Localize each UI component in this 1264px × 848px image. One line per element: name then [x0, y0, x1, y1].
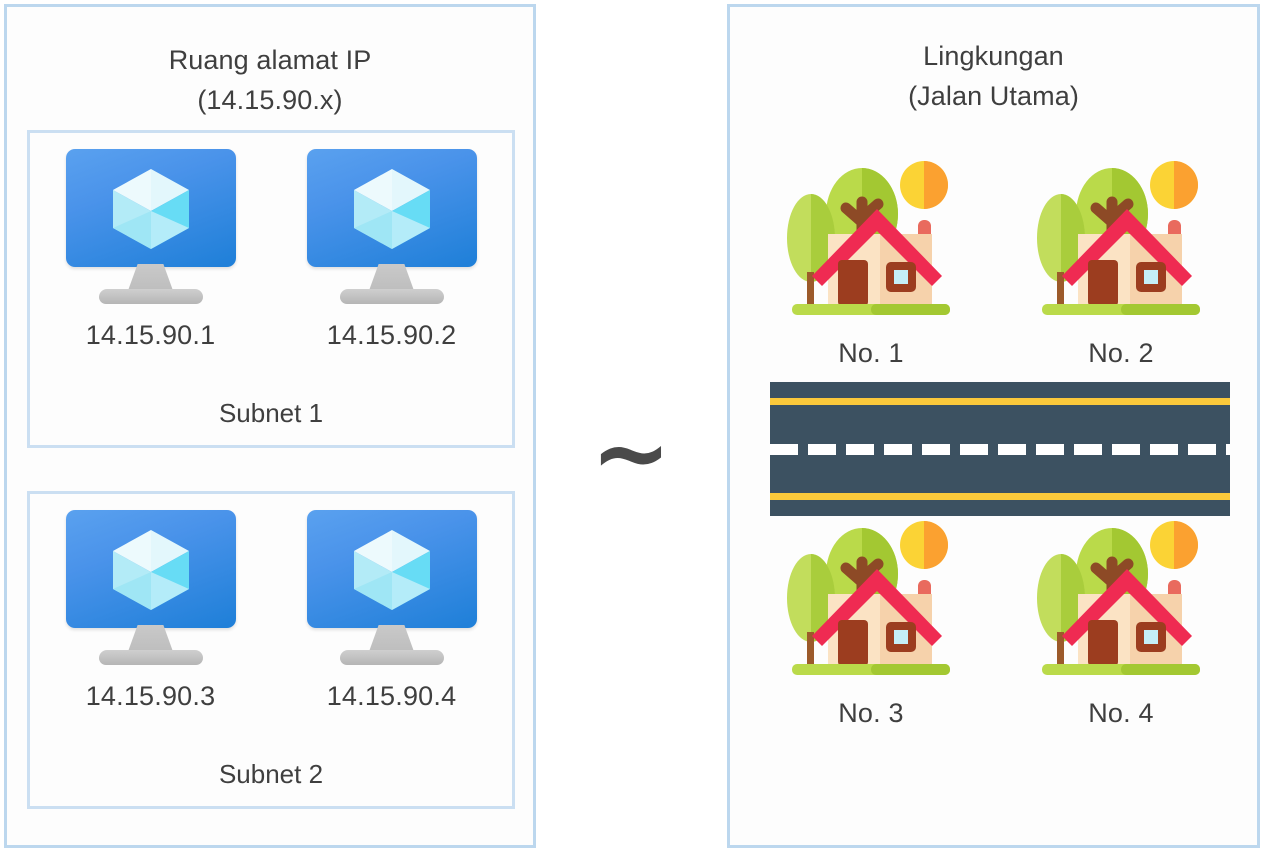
- house-no-2[interactable]: No. 2: [1011, 152, 1231, 369]
- monitor-neck: [127, 625, 174, 653]
- ip-label: 14.15.90.2: [326, 320, 457, 350]
- ip-address-space-panel: Ruang alamat IP (14.15.90.x): [4, 4, 536, 848]
- house-label: No. 2: [1088, 338, 1154, 368]
- subnet-label: Subnet 2: [218, 759, 324, 789]
- house-label: No. 1: [838, 338, 904, 368]
- left-panel-title-line1: Ruang alamat IP: [168, 45, 372, 75]
- machine-14-15-90-4[interactable]: 14.15.90.4: [292, 510, 492, 712]
- house-label: No. 4: [1088, 698, 1154, 728]
- monitor-screen: [65, 149, 236, 267]
- cube-icon: [112, 169, 189, 249]
- machine-row-subnet-1: 14.15.90.1: [30, 149, 512, 351]
- monitor-screen: [306, 149, 477, 267]
- monitor-base: [98, 650, 203, 665]
- left-panel-title: Ruang alamat IP (14.15.90.x): [7, 41, 533, 120]
- monitor-neck: [368, 625, 415, 653]
- ip-label: 14.15.90.3: [85, 681, 216, 711]
- subnet-label: Subnet 1: [218, 398, 324, 428]
- monitor-screen: [65, 510, 236, 628]
- vm-monitor-icon: [65, 149, 236, 304]
- vm-monitor-icon: [306, 510, 477, 665]
- main-street-road: [770, 382, 1230, 516]
- machine-14-15-90-2[interactable]: 14.15.90.2: [292, 149, 492, 351]
- house-icon: [1037, 161, 1200, 315]
- left-panel-title-line2: (14.15.90.x): [197, 84, 343, 115]
- house-icon: [787, 521, 950, 675]
- right-panel-title-line2: (Jalan Utama): [908, 80, 1079, 111]
- ip-label: 14.15.90.4: [326, 681, 457, 711]
- subnet-box-1[interactable]: 14.15.90.1: [27, 130, 515, 448]
- ip-label: 14.15.90.1: [85, 320, 216, 350]
- monitor-base: [98, 289, 203, 304]
- cube-icon: [353, 530, 430, 610]
- house-row-bottom: No. 3 No. 4: [746, 512, 1246, 729]
- neighborhood-panel: Lingkungan (Jalan Utama): [727, 4, 1260, 848]
- road-edge-line-top: [770, 398, 1230, 405]
- monitor-base: [339, 650, 444, 665]
- machine-row-subnet-2: 14.15.90.3: [30, 510, 512, 712]
- road-edge-line-bottom: [770, 493, 1230, 500]
- house-row-top: No. 1 No. 2: [746, 152, 1246, 369]
- analogy-tilde-symbol: ~: [590, 397, 672, 509]
- subnet-box-2[interactable]: 14.15.90.3: [27, 491, 515, 809]
- right-panel-title-line1: Lingkungan: [923, 41, 1064, 71]
- cube-icon: [112, 530, 189, 610]
- cube-icon: [353, 169, 430, 249]
- house-no-3[interactable]: No. 3: [761, 512, 981, 729]
- right-panel-title: Lingkungan (Jalan Utama): [730, 37, 1257, 116]
- house-label: No. 3: [838, 698, 904, 728]
- machine-14-15-90-1[interactable]: 14.15.90.1: [51, 149, 251, 351]
- road-center-dashes: [770, 444, 1230, 455]
- monitor-neck: [127, 264, 174, 292]
- monitor-neck: [368, 264, 415, 292]
- house-no-1[interactable]: No. 1: [761, 152, 981, 369]
- monitor-screen: [306, 510, 477, 628]
- vm-monitor-icon: [306, 149, 477, 304]
- monitor-base: [339, 289, 444, 304]
- machine-14-15-90-3[interactable]: 14.15.90.3: [51, 510, 251, 712]
- house-no-4[interactable]: No. 4: [1011, 512, 1231, 729]
- house-icon: [787, 161, 950, 315]
- vm-monitor-icon: [65, 510, 236, 665]
- house-icon: [1037, 521, 1200, 675]
